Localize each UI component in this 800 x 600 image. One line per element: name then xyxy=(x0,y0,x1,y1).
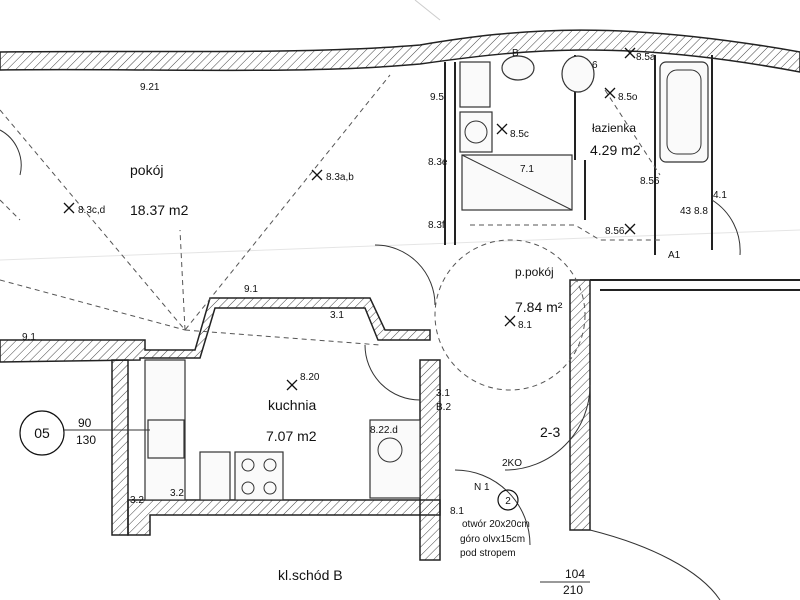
room-name-lazienka: łazienka xyxy=(592,121,636,135)
door-swing xyxy=(374,244,436,306)
point-2ko: 2KO xyxy=(502,458,522,469)
point-8-5a: 8.5a xyxy=(636,52,656,63)
shower-diagonal xyxy=(461,154,573,211)
point-6: 6 xyxy=(592,60,598,71)
stove-burner xyxy=(263,481,277,495)
hall-basin xyxy=(377,437,403,463)
partition-wall-middle xyxy=(0,297,431,363)
stair-curve xyxy=(589,529,721,600)
room-area-kuchnia: 7.07 m2 xyxy=(266,428,317,444)
point-8-8: 8.8 xyxy=(694,206,708,217)
kitchen-unit xyxy=(199,451,231,501)
dimension-90: 90 xyxy=(78,416,92,430)
bathtub-inner xyxy=(666,69,702,155)
toilet xyxy=(561,55,595,93)
utility-cabinet xyxy=(459,61,491,108)
washing-machine-drum xyxy=(464,120,488,144)
door-swing xyxy=(454,469,531,546)
door-swing xyxy=(504,384,591,471)
bathtub xyxy=(659,61,709,163)
point-8-5c: 8.5c xyxy=(510,129,529,140)
point-8-1: 8.1 xyxy=(518,320,532,331)
hall-turning-circle xyxy=(434,239,586,391)
point-3-2: 3.2 xyxy=(130,495,144,506)
room-area-lazienka: 4.29 m2 xyxy=(590,142,641,158)
point-9-5: 9.5 xyxy=(430,92,444,103)
point-8-20: 8.20 xyxy=(300,372,320,383)
dashed-line xyxy=(470,224,660,241)
door-swing xyxy=(364,344,421,401)
room-number: 05 xyxy=(34,425,50,441)
exterior-wall-top xyxy=(0,29,800,73)
point-B: B xyxy=(512,48,519,59)
dashed-line xyxy=(0,74,391,331)
point-8-3cd: 8.3c,d xyxy=(78,205,105,216)
room-name-kuchnia: kuchnia xyxy=(268,397,316,413)
point-A1: A1 xyxy=(668,250,681,261)
point-N1: N 1 xyxy=(474,482,490,493)
point-8-3ab: 8.3a,b xyxy=(326,172,354,183)
marker-2: 2 xyxy=(505,496,511,507)
point-43: 43 xyxy=(680,206,692,217)
point-8-56: 8.56 xyxy=(640,176,660,187)
dashed-line xyxy=(604,89,661,176)
point-8-5o: 8.5o xyxy=(618,92,638,103)
point-4-1: 4.1 xyxy=(713,190,727,201)
point-8-22d: 8.22.d xyxy=(370,425,398,436)
room-area-pokoj: 18.37 m2 xyxy=(130,202,189,218)
bathroom-sink xyxy=(501,55,535,81)
point-8-1-b: 8.1 xyxy=(450,506,464,517)
dimension-104: 104 xyxy=(565,567,585,581)
stove-burner xyxy=(241,481,255,495)
point-7-1: 7.1 xyxy=(520,164,534,175)
point-9-1: 9.1 xyxy=(244,284,258,295)
point-9-21: 9.21 xyxy=(140,82,160,93)
note-gora: góro olvx15cm xyxy=(460,534,525,545)
kitchen-wall-left xyxy=(111,359,129,536)
point-B2: B.2 xyxy=(436,402,451,413)
point-markers xyxy=(63,47,636,391)
point-8-3f: 8.3f xyxy=(428,220,445,231)
point-8-3e: 8.3e xyxy=(428,157,448,168)
room-name-ppokoj: p.pokój xyxy=(515,265,554,279)
door-swing xyxy=(711,199,741,256)
dimension-130: 130 xyxy=(76,433,96,447)
door-swing xyxy=(0,129,22,176)
stove-burner xyxy=(241,458,255,472)
point-3-2-b: 3.2 xyxy=(170,488,184,499)
point-8-56-b: 8.56 xyxy=(605,226,625,237)
stair-label: kl.schód B xyxy=(278,567,343,583)
point-9-1-left: 9.1 xyxy=(22,332,36,343)
hall-cabinet xyxy=(369,419,421,499)
note-otwor: otwór 20x20cm xyxy=(462,519,530,530)
stair-wall-outer xyxy=(590,279,800,291)
paper-fold-line xyxy=(0,229,800,261)
point-3-1-b: 3.1 xyxy=(436,388,450,399)
stair-wall-right xyxy=(569,279,591,531)
wall-bathroom-right xyxy=(654,55,713,255)
dimension-210: 210 xyxy=(563,583,583,597)
point-3-1: 3.1 xyxy=(330,310,344,321)
dimension-2-3: 2-3 xyxy=(540,424,560,440)
kitchen-wall-bottom xyxy=(127,499,441,536)
stove xyxy=(234,451,284,501)
dashed-line xyxy=(0,199,21,221)
room-number-circle xyxy=(19,410,65,456)
wall-bathroom-left xyxy=(444,62,456,245)
dashed-line xyxy=(184,329,381,346)
note-pod: pod stropem xyxy=(460,548,516,559)
dashed-line xyxy=(0,279,186,331)
marker-circle-2 xyxy=(497,489,519,511)
paper-fold-line xyxy=(414,0,441,21)
stove-burner xyxy=(263,458,277,472)
room-area-ppokoj: 7.84 m² xyxy=(515,299,563,315)
dashed-line xyxy=(179,229,186,331)
room-name-pokoj: pokój xyxy=(130,162,163,178)
kitchen-sink xyxy=(147,419,185,459)
